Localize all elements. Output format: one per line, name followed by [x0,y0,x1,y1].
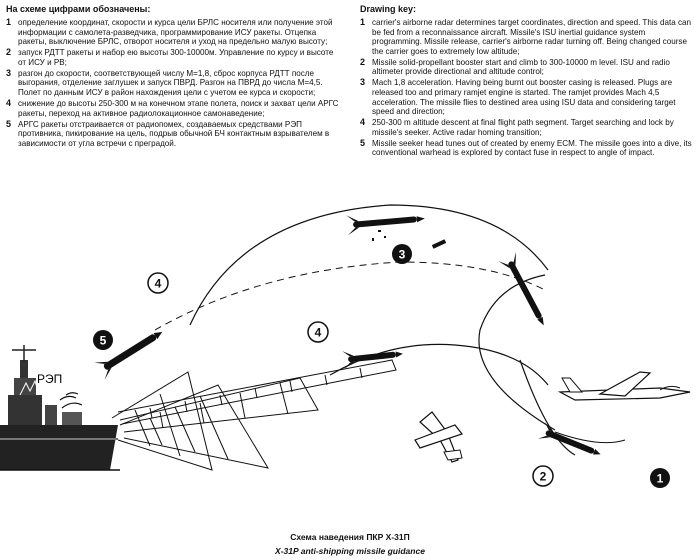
trajectory-launch [554,431,626,444]
legend-text: carrier's airborne radar determines targ… [372,18,692,56]
legend-number: 5 [6,118,12,129]
trajectory-low-altitude [154,261,546,331]
radar-beam-middle [119,377,319,433]
legend-item: 3 Mach 1,8 acceleration. Having being bur… [360,77,696,117]
radar-beam-ecm [111,371,213,471]
trajectory-high-climb [189,204,549,326]
ecm-signal-icon [59,392,83,409]
marker-label: 3 [399,248,406,262]
legend-text: Mach 1,8 acceleration. Having being burn… [372,78,676,117]
legend-item: 4 250-300 m altitude descent at final fli… [360,117,696,137]
caption-english: X-31P anti-shipping missile guidance [275,546,425,556]
legend-item: 2 запуск РДТТ ракеты и набор ею высоты 30… [6,47,342,67]
marker-3: 3 [392,244,412,264]
legend-text: Missile solid-propellant booster start a… [372,57,670,77]
legend-title-ru: На схеме цифрами обозначены: [6,4,151,14]
legend-number: 4 [360,117,366,128]
missile-icon [537,422,601,455]
legend-number: 3 [6,67,12,78]
legend-item: 1 определение координат, скорости и курса… [6,17,342,47]
legend-item: 2 Missile solid-propellant booster start … [360,56,696,77]
booster-casing-icon [431,239,447,249]
marker-4-upper: 4 [147,272,169,294]
legend-text: Missile seeker head tunes out of created… [372,138,692,158]
legend-item: 5 Missile seeker head tunes out of create… [360,137,696,158]
legend-number: 4 [6,97,12,108]
marker-label: 5 [100,334,107,348]
legend-number: 2 [6,47,12,58]
trajectory-carrier-turn [519,359,576,456]
legend-number: 1 [360,17,366,27]
marker-label: 4 [155,277,162,291]
legend-item: 1 carrier's airborne radar determines tar… [360,17,696,56]
legend-title-en: Drawing key: [360,4,417,14]
legend-number: 3 [360,77,366,88]
marker-label: 2 [540,470,547,484]
legend-number: 1 [6,17,12,27]
legend-item: 3 разгон до скорости, соответствующей чис… [6,67,342,98]
marker-label: 4 [315,326,322,340]
rep-label: РЭП [37,372,62,386]
legend-text: снижение до высоты 250-300 м на конечном… [18,98,339,118]
legend-text: АРГС ракеты отстраивается от радиопомех,… [18,119,330,148]
legend-text: определение координат, скорости и курса … [18,18,333,47]
legend-number: 2 [360,56,366,67]
target-ship [0,345,120,471]
radar-beam-lower [119,384,270,469]
marker-1: 1 [650,468,670,488]
marker-2: 2 [532,465,554,487]
carrier-aircraft-icon [557,371,691,401]
legend-number: 5 [360,137,366,148]
debris-icon [372,230,386,241]
legend-item: 4 снижение до высоты 250-300 м на конечно… [6,97,342,118]
legend-item: 5 АРГС ракеты отстраивается от радиопомех… [6,118,342,149]
trajectory-climb-from-launch [478,274,556,431]
trajectory-descent [329,343,549,386]
radar-beam-upper [117,359,397,425]
legend-english: Drawing key: 1 carrier's airborne radar d… [360,4,696,159]
legend-text: запуск РДТТ ракеты и набор ею высоты 300… [18,48,334,67]
marker-5: 5 [93,330,113,350]
legend-text: 250-300 m altitude descent at final flig… [372,118,674,137]
reconnaissance-aircraft-icon [414,411,463,463]
missile-icon [346,215,425,236]
legend-russian: На схеме цифрами обозначены: 1 определени… [6,4,342,150]
caption-russian: Схема наведения ПКР Х-31П [290,532,410,542]
marker-label: 1 [657,472,664,486]
legend-text: разгон до скорости, соответствующей числ… [18,68,323,97]
marker-4-lower: 4 [307,321,329,343]
